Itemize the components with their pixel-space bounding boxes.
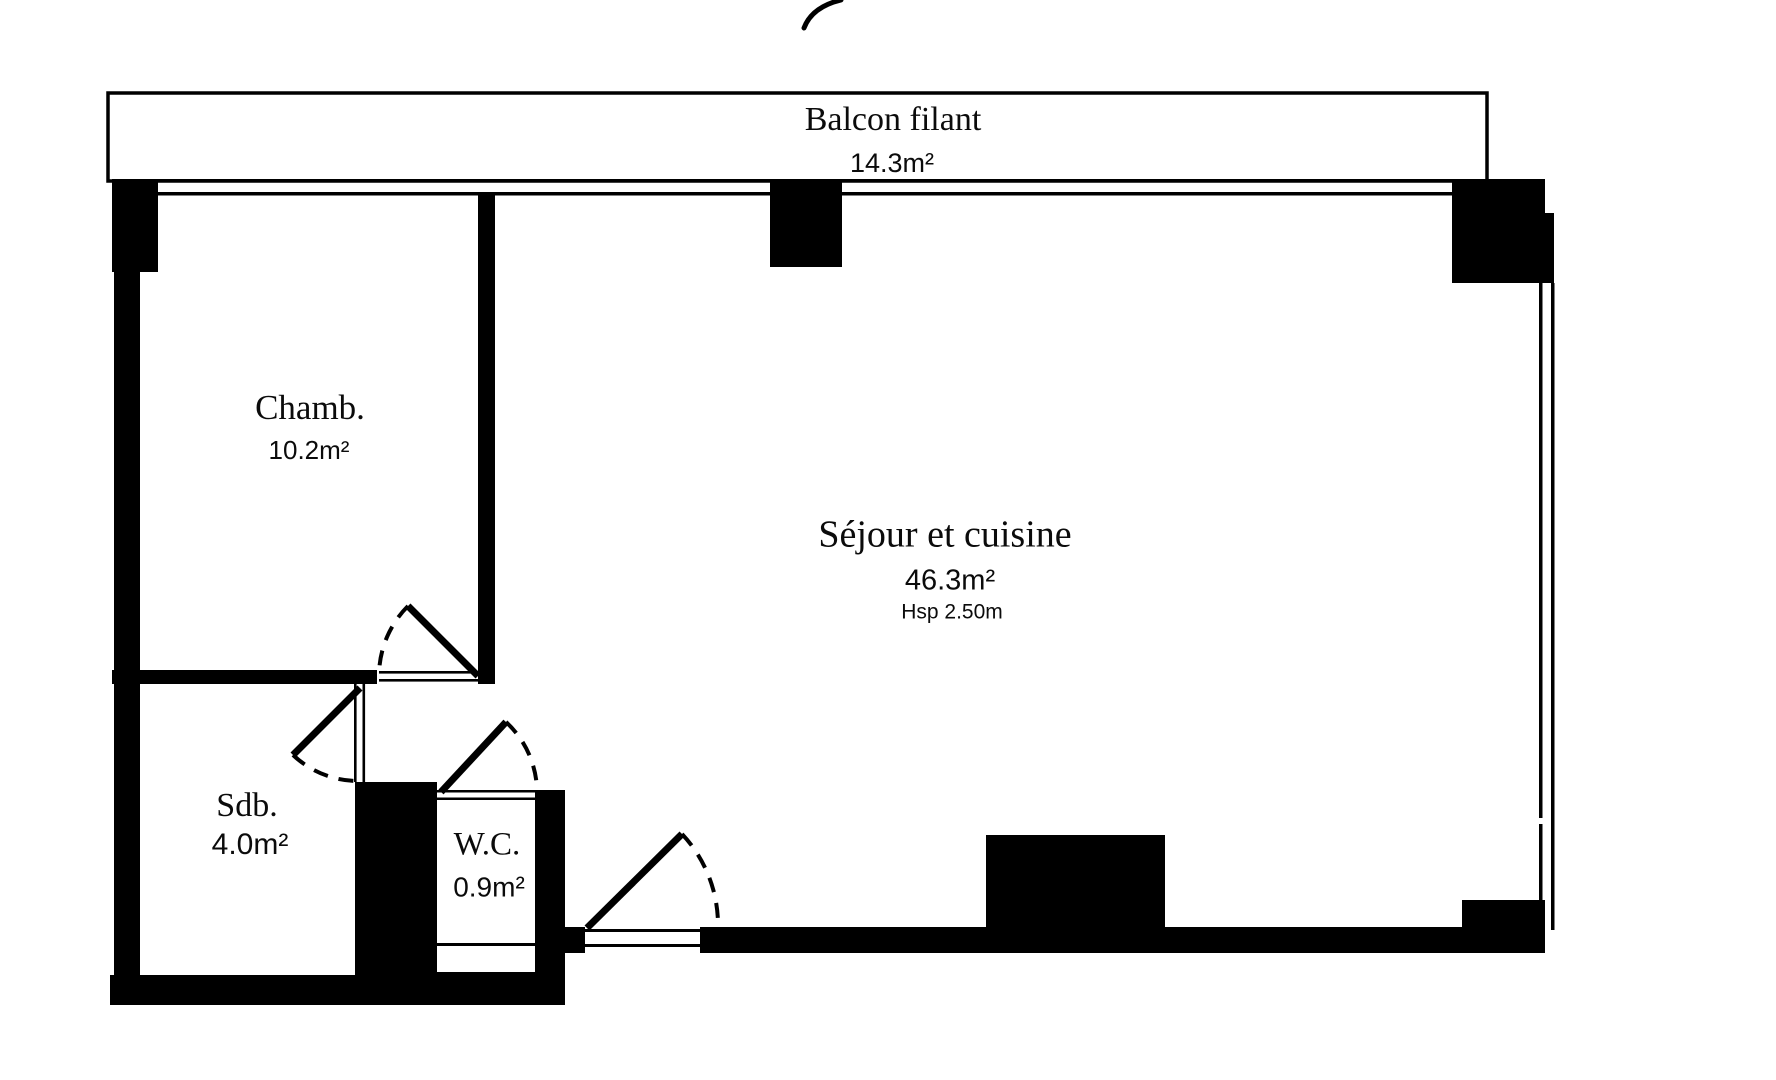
wc-lower-band [437, 946, 535, 972]
kitchen-block [986, 835, 1165, 927]
sdb-door-leaf [290, 685, 363, 758]
sejour-name-label: Séjour et cuisine [818, 514, 1071, 556]
sdb-name-label: Sdb. [216, 787, 277, 824]
sejour-ceiling-height-label: Hsp 2.50m [901, 601, 1003, 624]
entrance-threshold-line [585, 929, 700, 932]
window-right-line-outer [1551, 283, 1555, 930]
sdb-door-swing-arc [291, 753, 359, 783]
sdb-threshold-line [354, 684, 357, 782]
door-thresholds [353, 670, 700, 953]
sdb-area-label: 4.0m² [212, 828, 289, 861]
balcony-name-label: Balcon filant [805, 101, 982, 138]
wall-chamber-right [478, 193, 495, 684]
pillar-top-right [1452, 179, 1545, 283]
entrance-door-leaf [584, 831, 685, 931]
wc-floor [437, 800, 535, 943]
entrance-door-swing-arc [680, 832, 721, 928]
chamber-name-label: Chamb. [255, 388, 365, 427]
chamber-door-swing-arc [377, 604, 410, 677]
pillar-top-right-notch [1530, 213, 1554, 283]
pillar-top-left [112, 179, 158, 272]
entrance-threshold-line [585, 944, 700, 947]
chamber-area-label: 10.2m² [269, 435, 350, 465]
wall-bottom-right [560, 927, 1545, 953]
wc-door-swing-arc [504, 720, 539, 791]
wc-area-label: 0.9m² [453, 871, 525, 902]
wc-door-opening [437, 792, 535, 798]
pillar-top-center [770, 179, 842, 267]
chamber-door-leaf [405, 603, 481, 679]
chamber-threshold-line [379, 671, 478, 674]
wc-door-leaf [438, 719, 509, 795]
wall-left [114, 179, 140, 1005]
sdb-threshold-line [362, 684, 366, 782]
labels: Balcon filant 14.3m² Chamb. 10.2m² Séjou… [212, 101, 1072, 903]
window-joint [1538, 818, 1544, 824]
doors [290, 603, 721, 931]
window-right-line-inner [1539, 283, 1543, 927]
sejour-area-label: 46.3m² [905, 565, 996, 597]
pen-stroke-artifact [801, 0, 844, 31]
balcony-outline [106, 91, 1489, 183]
pillar-bottom-right [1462, 900, 1545, 930]
wc-name-label: W.C. [454, 827, 521, 863]
exterior-walls [110, 179, 1555, 1005]
balcony-area-label: 14.3m² [850, 148, 934, 178]
chamber-threshold-line [379, 679, 478, 682]
wall-sdb-wc-block [355, 782, 437, 978]
wall-chamber-bottom [112, 670, 377, 684]
